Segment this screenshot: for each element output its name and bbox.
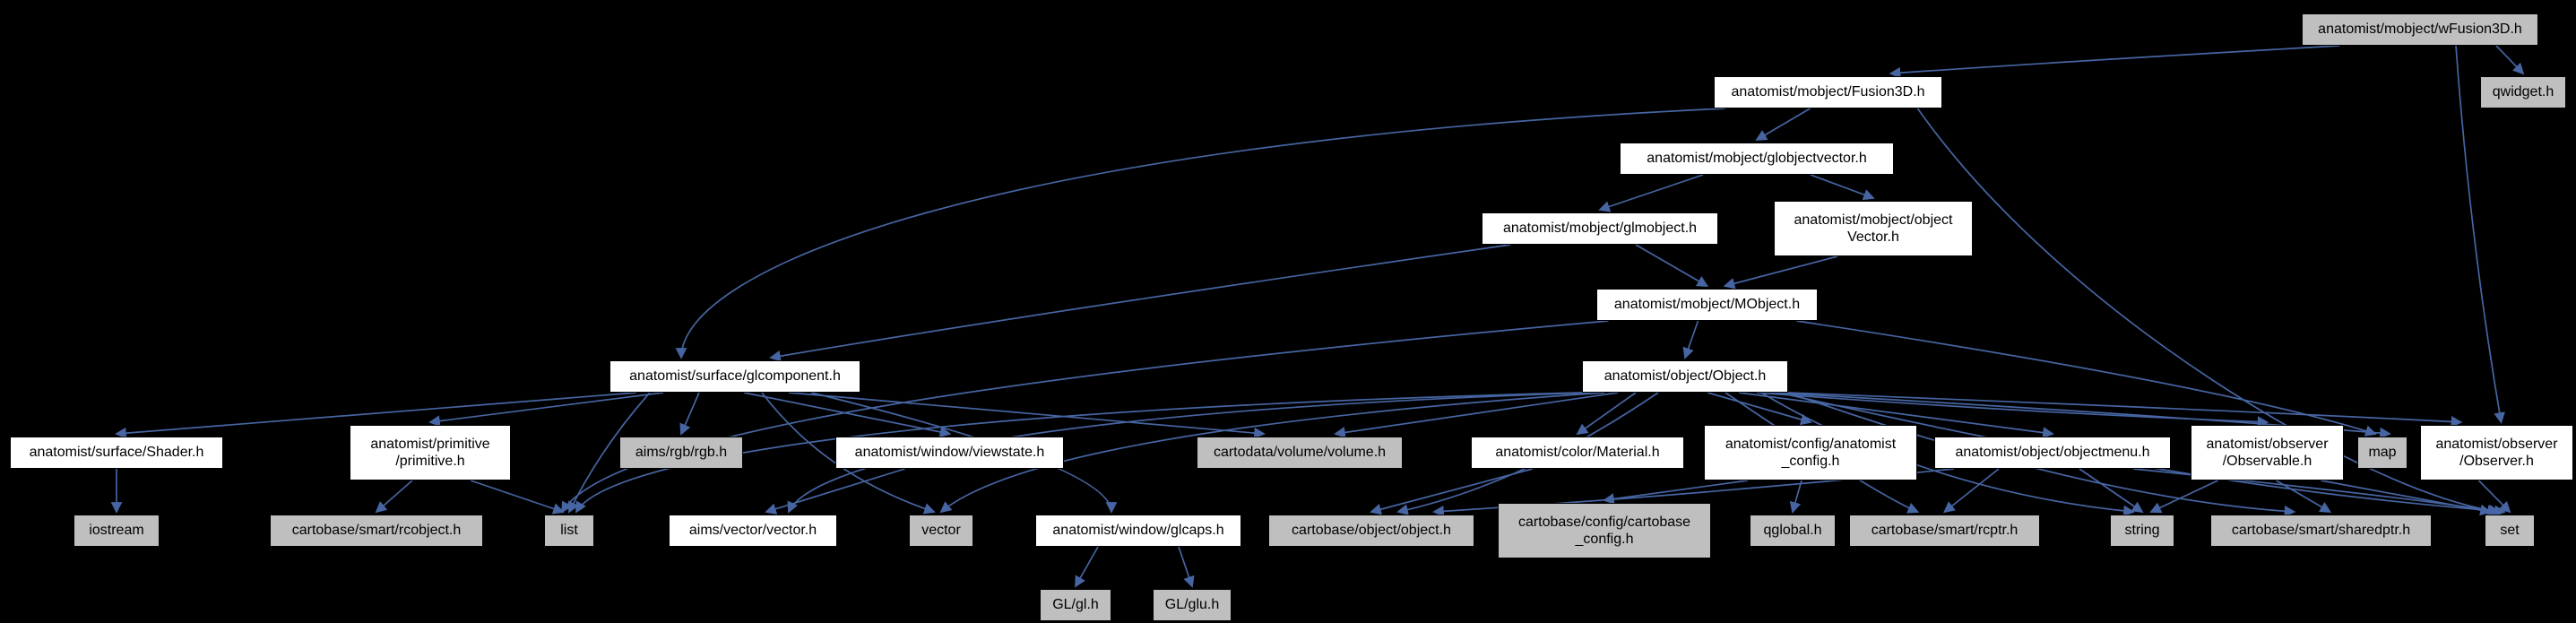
include-edge-object-to-list — [575, 392, 1583, 514]
graph-node-globjectvector[interactable]: anatomist/mobject/globjectvector.h — [1620, 143, 1894, 175]
graph-node-cartoconfig: cartobase/config/cartobase _config.h — [1498, 503, 1711, 558]
graph-node-glglu: GL/glu.h — [1153, 589, 1232, 621]
graph-node-observer[interactable]: anatomist/observer /Observer.h — [2420, 425, 2573, 480]
include-edge-glcomponent-to-viewstate — [743, 392, 952, 438]
include-edge-objectmenu-to-rcptr — [1943, 468, 2000, 514]
graph-node-object[interactable]: anatomist/object/Object.h — [1582, 360, 1788, 393]
graph-node-objectmenu[interactable]: anatomist/object/objectmenu.h — [1934, 437, 2171, 469]
graph-node-mobject[interactable]: anatomist/mobject/MObject.h — [1596, 289, 1818, 321]
graph-node-anaconfig[interactable]: anatomist/config/anatomist _config.h — [1704, 425, 1917, 480]
include-edge-object-to-set — [1778, 392, 2506, 517]
include-edge-wfusion3d-to-observer — [2455, 45, 2505, 424]
include-edge-object-to-sharedptr — [1787, 392, 2296, 517]
include-edge-viewstate-to-aimsvector — [765, 468, 905, 515]
graph-node-shader[interactable]: anatomist/surface/Shader.h — [10, 437, 223, 469]
graph-node-glcaps[interactable]: anatomist/window/glcaps.h — [1035, 515, 1241, 547]
graph-node-sharedptr: cartobase/smart/sharedptr.h — [2210, 515, 2432, 547]
include-edge-object-to-anaconfig — [1707, 392, 1812, 426]
include-edge-glcomponent-to-rgb — [679, 392, 700, 436]
graph-node-glgl: GL/gl.h — [1040, 589, 1111, 621]
include-edge-fusion3d-to-glcomponent — [675, 108, 1725, 359]
include-edge-fusion3d-to-globjectvector — [1755, 108, 1811, 141]
include-edge-observable-to-set — [2321, 480, 2492, 516]
include-edge-object-to-string — [1760, 392, 2135, 517]
include-edge-objectmenu-to-string — [2079, 468, 2144, 514]
include-edge-glcomponent-to-primitive — [428, 392, 664, 427]
graph-node-list: list — [544, 515, 594, 547]
include-edge-primitive-to-list — [470, 480, 565, 515]
include-edge-glcomponent-to-shader — [115, 392, 637, 439]
graph-node-viewstate[interactable]: anatomist/window/viewstate.h — [835, 437, 1064, 469]
include-edge-object-to-material — [1576, 392, 1637, 436]
include-edge-primitive-to-rcobject — [375, 480, 413, 514]
graph-node-primitive[interactable]: anatomist/primitive /primitive.h — [350, 425, 511, 480]
include-edge-glcomponent-to-list — [568, 392, 651, 514]
include-edge-observer-to-set — [2477, 480, 2511, 514]
include-edge-wfusion3d-to-fusion3d — [1889, 45, 2340, 79]
graph-node-glmobject[interactable]: anatomist/mobject/glmobject.h — [1482, 212, 1718, 245]
include-edge-mobject-to-object — [1682, 320, 1699, 359]
graph-node-vector: vector — [909, 515, 973, 547]
graph-node-wfusion3d: anatomist/mobject/wFusion3D.h — [2302, 13, 2538, 46]
include-edge-object-to-observer — [1785, 392, 2463, 428]
graph-node-volume: cartodata/volume/volume.h — [1197, 437, 1403, 469]
graph-node-aimsvector[interactable]: aims/vector/vector.h — [669, 515, 837, 547]
graph-node-fusion3d[interactable]: anatomist/mobject/Fusion3D.h — [1714, 76, 1942, 108]
graph-node-cartoobject: cartobase/object/object.h — [1268, 515, 1474, 547]
include-edge-observable-to-sharedptr — [2276, 480, 2332, 513]
include-edge-glcaps-to-glglu — [1178, 546, 1195, 588]
graph-node-iostream: iostream — [73, 515, 160, 547]
graph-node-rcptr: cartobase/smart/rcptr.h — [1849, 515, 2040, 547]
include-edge-globjectvector-to-objectvector — [1810, 174, 1875, 201]
include-edge-mobject-to-map — [1796, 320, 2377, 437]
include-edge-glcomponent-to-volume — [788, 392, 1266, 439]
graph-node-set: set — [2485, 515, 2535, 547]
graph-node-map: map — [2357, 437, 2407, 469]
graph-node-glcomponent[interactable]: anatomist/surface/glcomponent.h — [609, 360, 860, 393]
include-edge-fusion3d-to-set — [1916, 108, 2501, 516]
include-edge-wfusion3d-to-qwidget — [2495, 45, 2525, 75]
graph-node-qwidget: qwidget.h — [2480, 76, 2566, 108]
include-edge-glcaps-to-glgl — [1075, 546, 1099, 588]
include-edge-object-to-objectmenu — [1738, 392, 2054, 438]
graph-node-rcobject: cartobase/smart/rcobject.h — [270, 515, 483, 547]
include-edge-glmobject-to-glcomponent — [769, 244, 1511, 362]
include-edge-object-to-vector — [939, 392, 1605, 514]
graph-node-qglobal: qglobal.h — [1750, 515, 1836, 547]
graph-node-material[interactable]: anatomist/color/Material.h — [1471, 437, 1684, 469]
graph-node-objectvector[interactable]: anatomist/mobject/object Vector.h — [1774, 201, 1973, 256]
include-edge-object-to-volume — [1334, 392, 1619, 438]
include-edge-globjectvector-to-glmobject — [1598, 174, 1704, 212]
include-edge-anaconfig-to-cartoconfig — [1603, 480, 1749, 505]
include-edge-mobject-to-list — [560, 320, 1609, 514]
graph-node-observable[interactable]: anatomist/observer /Observable.h — [2191, 425, 2344, 480]
graph-node-string: string — [2110, 515, 2174, 547]
include-edge-anaconfig-to-qglobal — [1789, 480, 1802, 514]
include-edge-glmobject-to-mobject — [1635, 244, 1709, 287]
graph-node-rgb: aims/rgb/rgb.h — [619, 437, 743, 469]
edge-group — [110, 45, 2525, 588]
include-edge-observable-to-string — [2149, 480, 2218, 514]
include-edge-objectvector-to-mobject — [1723, 255, 1838, 290]
